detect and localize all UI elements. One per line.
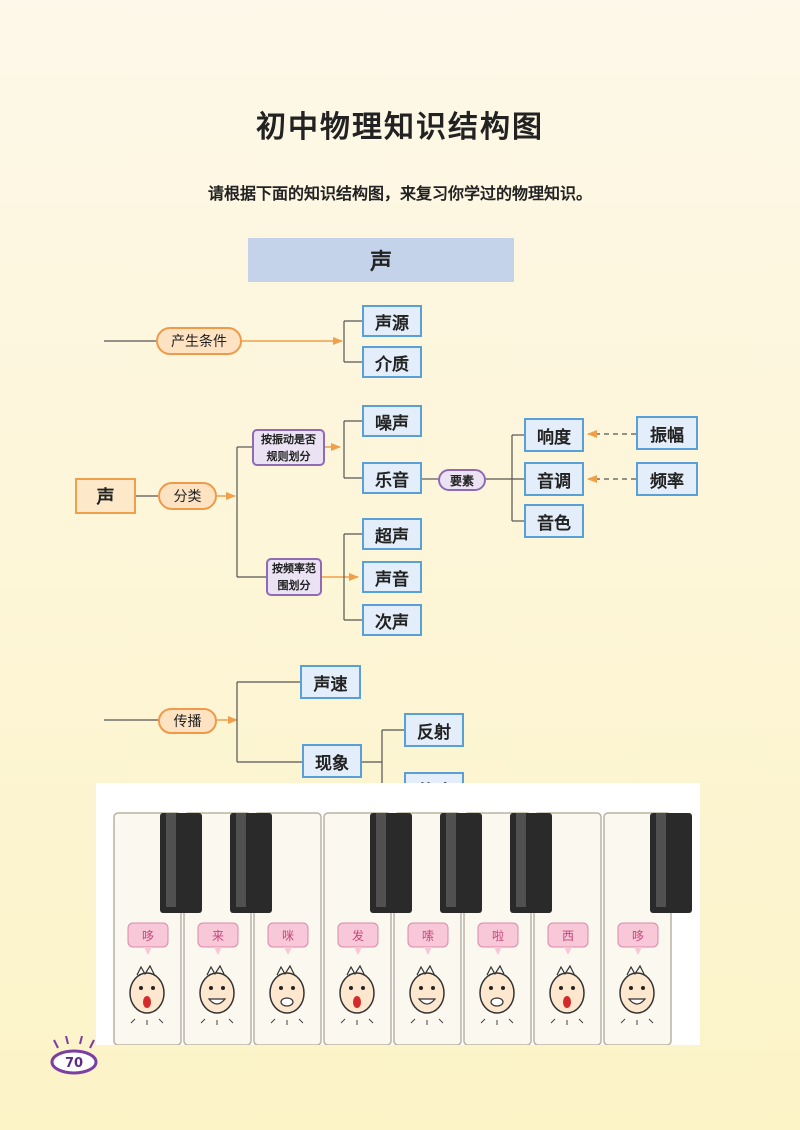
node-amplitude: 振幅 — [636, 416, 698, 450]
face-icon — [549, 972, 585, 1014]
note-label: 咪 — [282, 929, 294, 943]
node-noise: 噪声 — [362, 405, 422, 437]
face-icon — [129, 972, 165, 1014]
page-number-badge: 70 — [50, 1036, 98, 1075]
node-phenomena: 现象 — [302, 744, 362, 778]
note-label: 哆 — [142, 929, 154, 943]
elements-pill: 要素 — [438, 469, 486, 491]
face-icon — [339, 972, 375, 1014]
classification-pill: 分类 — [158, 482, 217, 510]
node-infrasound: 次声 — [362, 604, 422, 636]
piano-illustration: 哆来咪发嗦啦西哆 — [96, 783, 700, 1045]
eye-lash-icon — [53, 1036, 95, 1049]
node-reflection: 反射 — [404, 713, 464, 747]
node-loudness: 响度 — [524, 418, 584, 452]
note-label: 来 — [212, 929, 224, 943]
node-medium: 介质 — [362, 346, 422, 378]
by-vibration-label: 按振动是否规则划分 — [252, 429, 325, 466]
topic-banner: 声 — [248, 238, 514, 282]
by-frequency-label: 按频率范围划分 — [266, 558, 322, 596]
node-ultrasound: 超声 — [362, 518, 422, 550]
production-condition-pill: 产生条件 — [156, 327, 242, 355]
face-icon — [269, 972, 305, 1014]
note-label: 哆 — [632, 929, 644, 943]
face-icon — [479, 972, 515, 1014]
page-subtitle: 请根据下面的知识结构图，来复习你学过的物理知识。 — [207, 184, 592, 203]
eye-icon — [50, 1049, 98, 1075]
node-audible-sound: 声音 — [362, 561, 422, 593]
face-icon — [619, 972, 655, 1014]
node-sound-source: 声源 — [362, 305, 422, 337]
node-timbre: 音色 — [524, 504, 584, 538]
root-node: 声 — [75, 478, 136, 514]
note-label: 嗦 — [422, 929, 434, 943]
node-musical-tone: 乐音 — [362, 462, 422, 494]
page-title: 初中物理知识结构图 — [256, 110, 544, 145]
node-sound-speed: 声速 — [300, 665, 361, 699]
page-number: 70 — [65, 1056, 83, 1071]
node-pitch: 音调 — [524, 462, 584, 496]
note-label: 啦 — [492, 928, 504, 943]
node-frequency: 频率 — [636, 462, 698, 496]
note-label: 发 — [352, 928, 364, 943]
face-icon — [409, 972, 445, 1014]
face-icon — [199, 972, 235, 1014]
note-label: 西 — [562, 929, 574, 943]
propagation-pill: 传播 — [158, 708, 217, 734]
